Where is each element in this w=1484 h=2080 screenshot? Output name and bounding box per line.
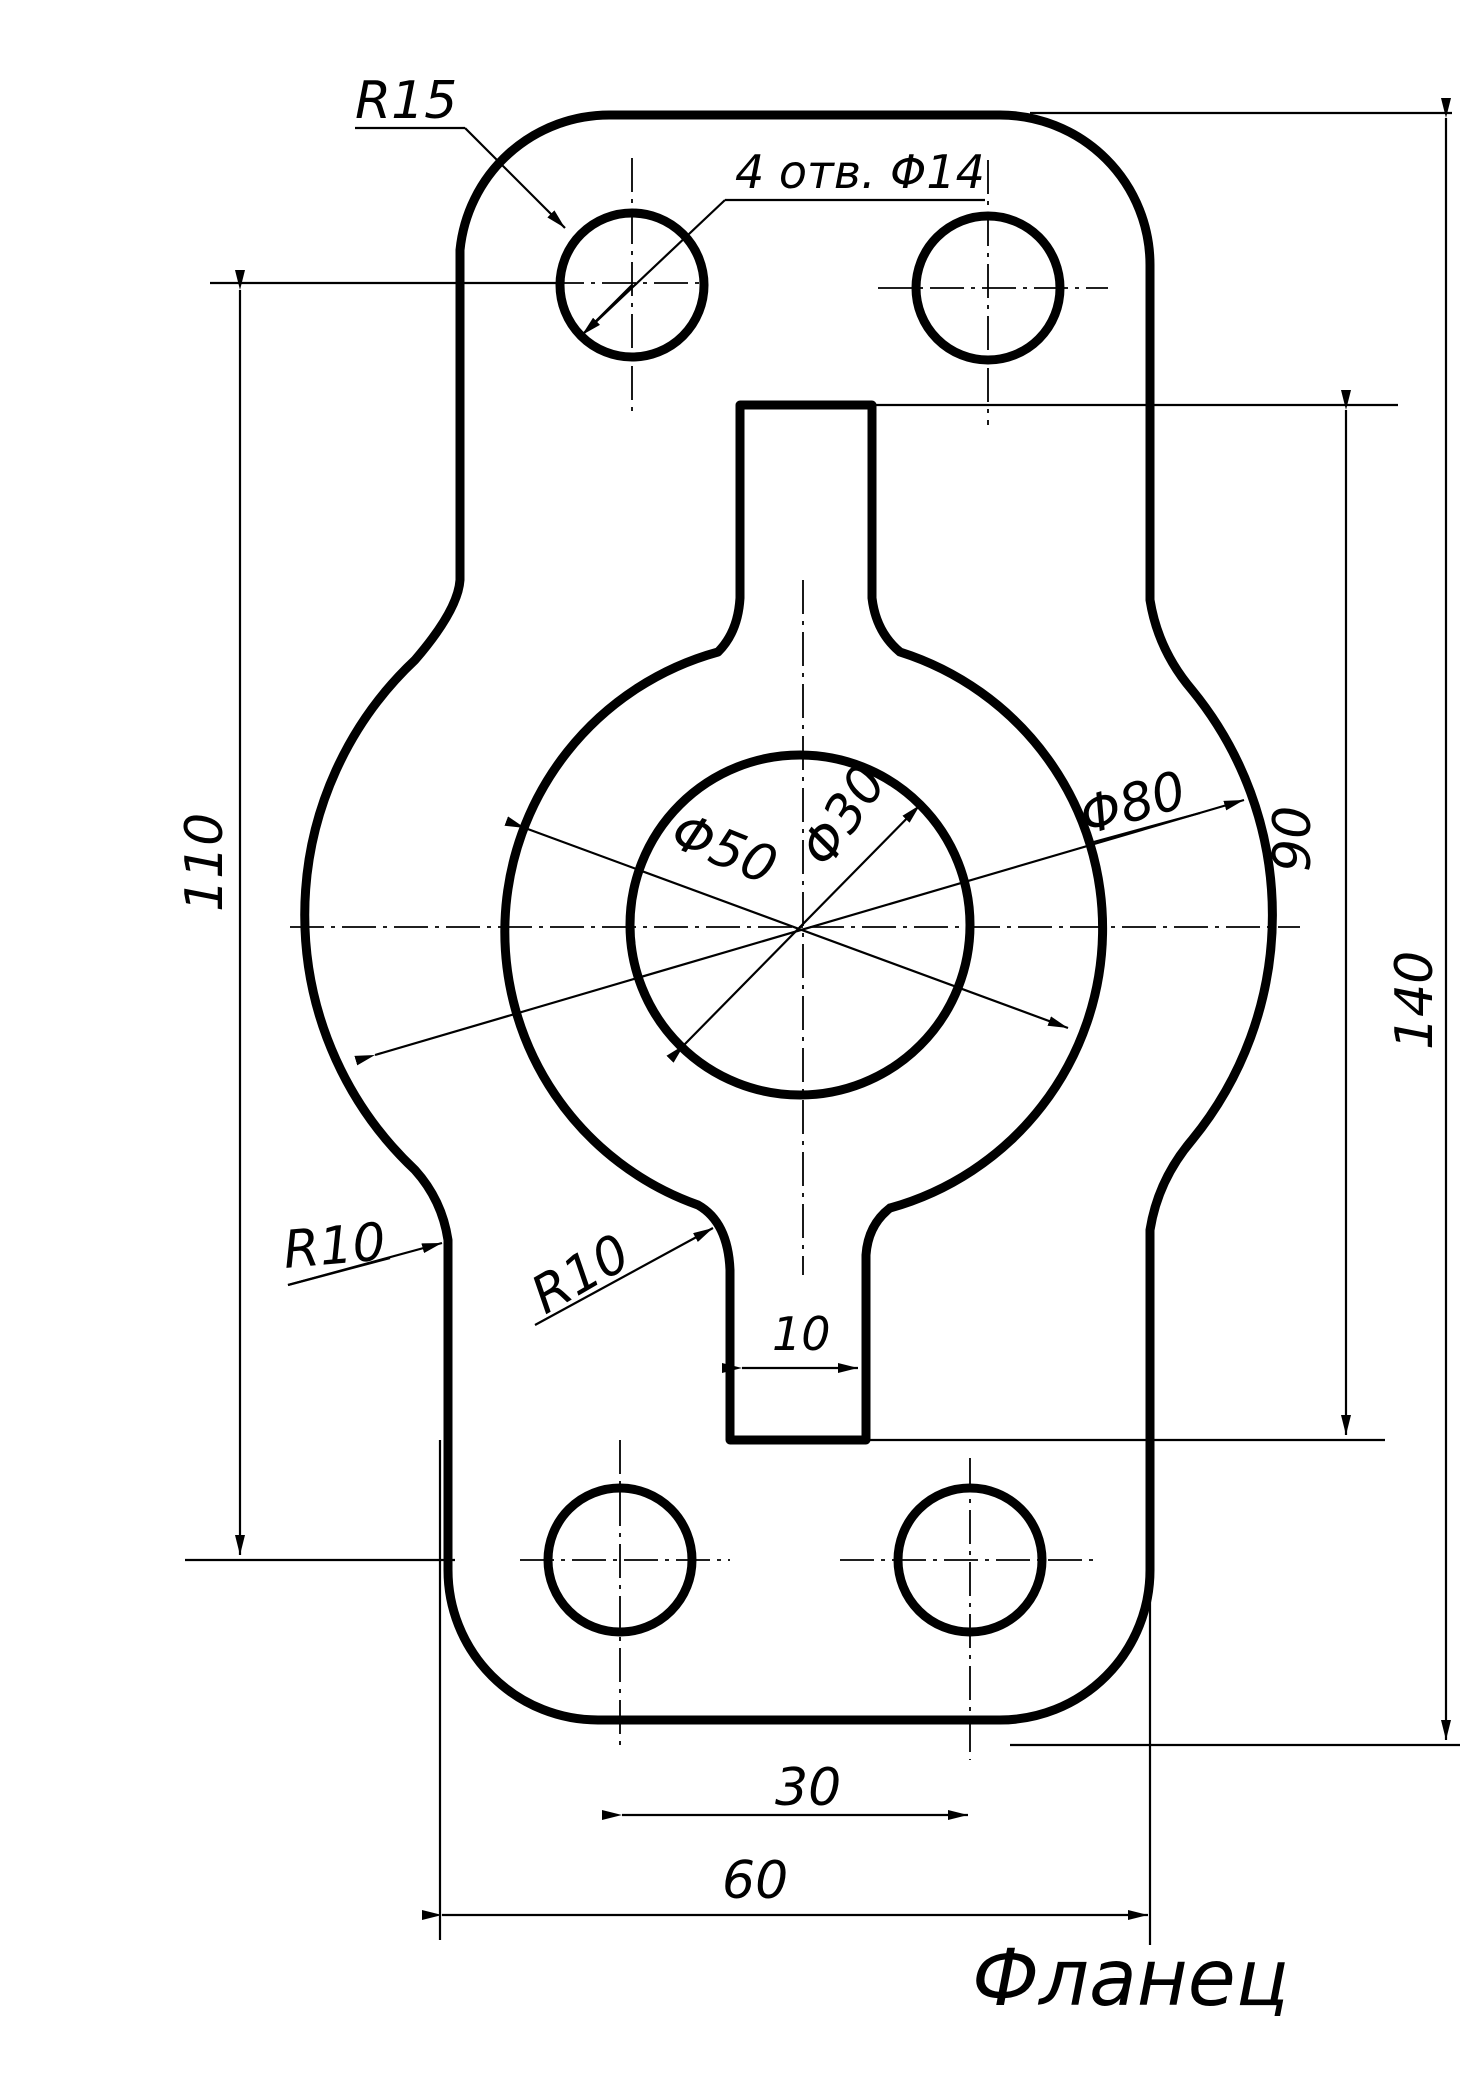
leader-d80-shelf [1089, 811, 1201, 845]
label-d80: Φ80 [1073, 760, 1192, 847]
label-r15: R15 [355, 71, 457, 131]
drawing-title: Фланец [972, 1934, 1289, 2024]
label-dim-110: 110 [175, 813, 235, 912]
label-dim-10: 10 [772, 1307, 831, 1361]
leader-holes-dia [581, 284, 633, 336]
label-r10-left: R10 [281, 1212, 388, 1281]
label-dim-90: 90 [1263, 806, 1323, 872]
leader-r10-center [534, 1227, 714, 1326]
leader-d50 [504, 816, 1069, 1030]
label-r10-center: R10 [522, 1223, 641, 1326]
label-dim-140: 140 [1385, 951, 1445, 1050]
flange-outline [300, 110, 1277, 1725]
label-dim-30: 30 [775, 1758, 841, 1818]
label-d50: Φ50 [663, 801, 785, 897]
leader-d80 [354, 798, 1245, 1066]
leader-r10-left-shelf [287, 1256, 391, 1287]
label-holes: 4 отв. Φ14 [735, 145, 985, 199]
leader-r15 [464, 127, 566, 229]
label-dim-60: 60 [722, 1851, 788, 1911]
